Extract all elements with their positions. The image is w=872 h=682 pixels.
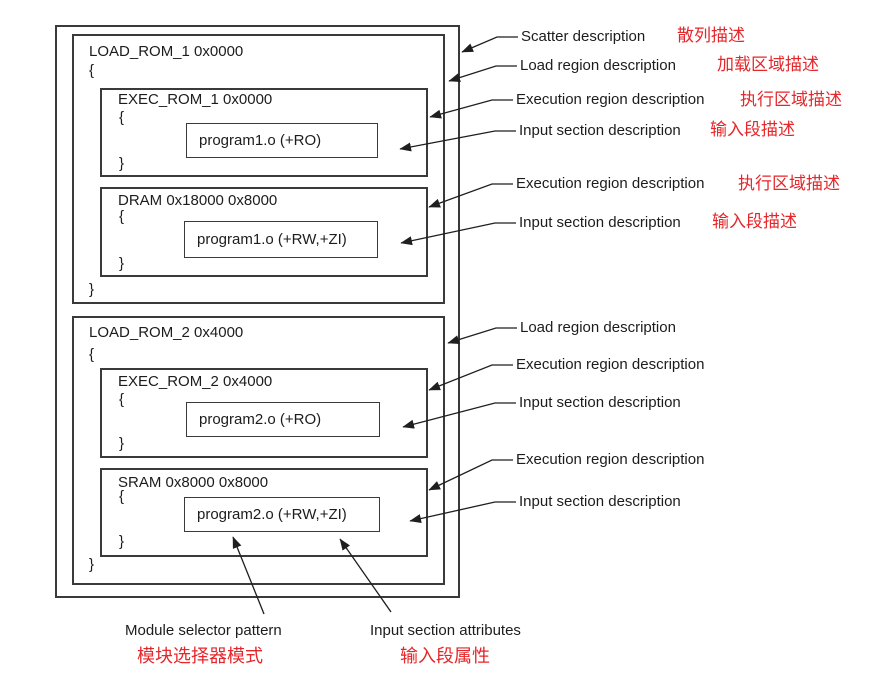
exec-region-rom2-open-brace: { — [119, 391, 125, 408]
load-region-2-open-brace: { — [89, 346, 95, 363]
exec-region-dram-box: DRAM 0x18000 0x8000 { } program1.o (+RW,… — [100, 187, 428, 277]
load-region-1-close-brace: } — [89, 281, 95, 298]
callout-scatter-description: Scatter description — [521, 28, 646, 45]
callout-exec-region-rom2: Execution region description — [516, 356, 705, 373]
callout-input-section-rom2: Input section description — [519, 394, 681, 411]
exec-region-sram-title: SRAM 0x8000 0x8000 — [118, 474, 269, 491]
callout-exec-region-sram: Execution region description — [516, 451, 705, 468]
input-section-program1-rwzi-box: program1.o (+RW,+ZI) — [184, 221, 378, 258]
load-region-2-title: LOAD_ROM_2 0x4000 — [89, 324, 244, 341]
callout-input-section-zh-2: 输入段描述 — [712, 212, 797, 231]
exec-region-dram-close-brace: } — [119, 255, 125, 272]
callout-exec-region-rom1: Execution region description — [516, 91, 705, 108]
load-region-1-open-brace: { — [89, 62, 95, 79]
callout-input-section-rom1: Input section description — [519, 122, 681, 139]
callout-exec-region-zh-1: 执行区域描述 — [740, 90, 842, 109]
load-region-2-close-brace: } — [89, 556, 95, 573]
input-section-program1-rwzi-text: program1.o (+RW,+ZI) — [197, 231, 347, 248]
callout-input-section-zh-1: 输入段描述 — [710, 120, 795, 139]
load-region-1-title: LOAD_ROM_1 0x0000 — [89, 43, 244, 60]
label-input-section-attributes: Input section attributes — [370, 622, 521, 639]
callout-exec-region-zh-2: 执行区域描述 — [738, 174, 840, 193]
callout-scatter-description-zh: 散列描述 — [677, 26, 745, 45]
exec-region-dram-open-brace: { — [119, 208, 125, 225]
input-section-program2-rwzi-text: program2.o (+RW,+ZI) — [197, 506, 347, 523]
callout-load-region-zh: 加载区域描述 — [717, 55, 819, 74]
callout-load-region-2: Load region description — [520, 319, 676, 336]
exec-region-sram-close-brace: } — [119, 533, 125, 550]
exec-region-rom1-box: EXEC_ROM_1 0x0000 { } program1.o (+RO) — [100, 88, 428, 177]
exec-region-rom2-title: EXEC_ROM_2 0x4000 — [118, 373, 273, 390]
exec-region-dram-title: DRAM 0x18000 0x8000 — [118, 192, 278, 209]
input-section-program2-ro-box: program2.o (+RO) — [186, 402, 380, 437]
input-section-program2-ro-text: program2.o (+RO) — [199, 411, 322, 428]
exec-region-rom2-close-brace: } — [119, 435, 125, 452]
input-section-program2-rwzi-box: program2.o (+RW,+ZI) — [184, 497, 380, 532]
exec-region-rom1-title: EXEC_ROM_1 0x0000 — [118, 91, 273, 108]
exec-region-rom1-open-brace: { — [119, 109, 125, 126]
callout-exec-region-dram: Execution region description — [516, 175, 705, 192]
input-section-program1-ro-box: program1.o (+RO) — [186, 123, 378, 158]
callout-load-region-1: Load region description — [520, 57, 676, 74]
load-region-1-box: LOAD_ROM_1 0x0000 { } EXEC_ROM_1 0x0000 … — [72, 34, 445, 304]
label-input-section-attributes-zh: 输入段属性 — [400, 646, 490, 666]
arrow-scatter-description — [461, 36, 518, 53]
exec-region-sram-box: SRAM 0x8000 0x8000 { } program2.o (+RW,+… — [100, 468, 428, 557]
exec-region-sram-open-brace: { — [119, 488, 125, 505]
label-module-selector-pattern: Module selector pattern — [125, 622, 282, 639]
exec-region-rom2-box: EXEC_ROM_2 0x4000 { } program2.o (+RO) — [100, 368, 428, 458]
exec-region-rom1-close-brace: } — [119, 155, 125, 172]
input-section-program1-ro-text: program1.o (+RO) — [199, 132, 322, 149]
callout-input-section-sram: Input section description — [519, 493, 681, 510]
load-region-2-box: LOAD_ROM_2 0x4000 { } EXEC_ROM_2 0x4000 … — [72, 316, 445, 585]
scatter-description-box: LOAD_ROM_1 0x0000 { } EXEC_ROM_1 0x0000 … — [55, 25, 460, 598]
label-module-selector-pattern-zh: 模块选择器模式 — [137, 646, 263, 666]
callout-input-section-dram: Input section description — [519, 214, 681, 231]
